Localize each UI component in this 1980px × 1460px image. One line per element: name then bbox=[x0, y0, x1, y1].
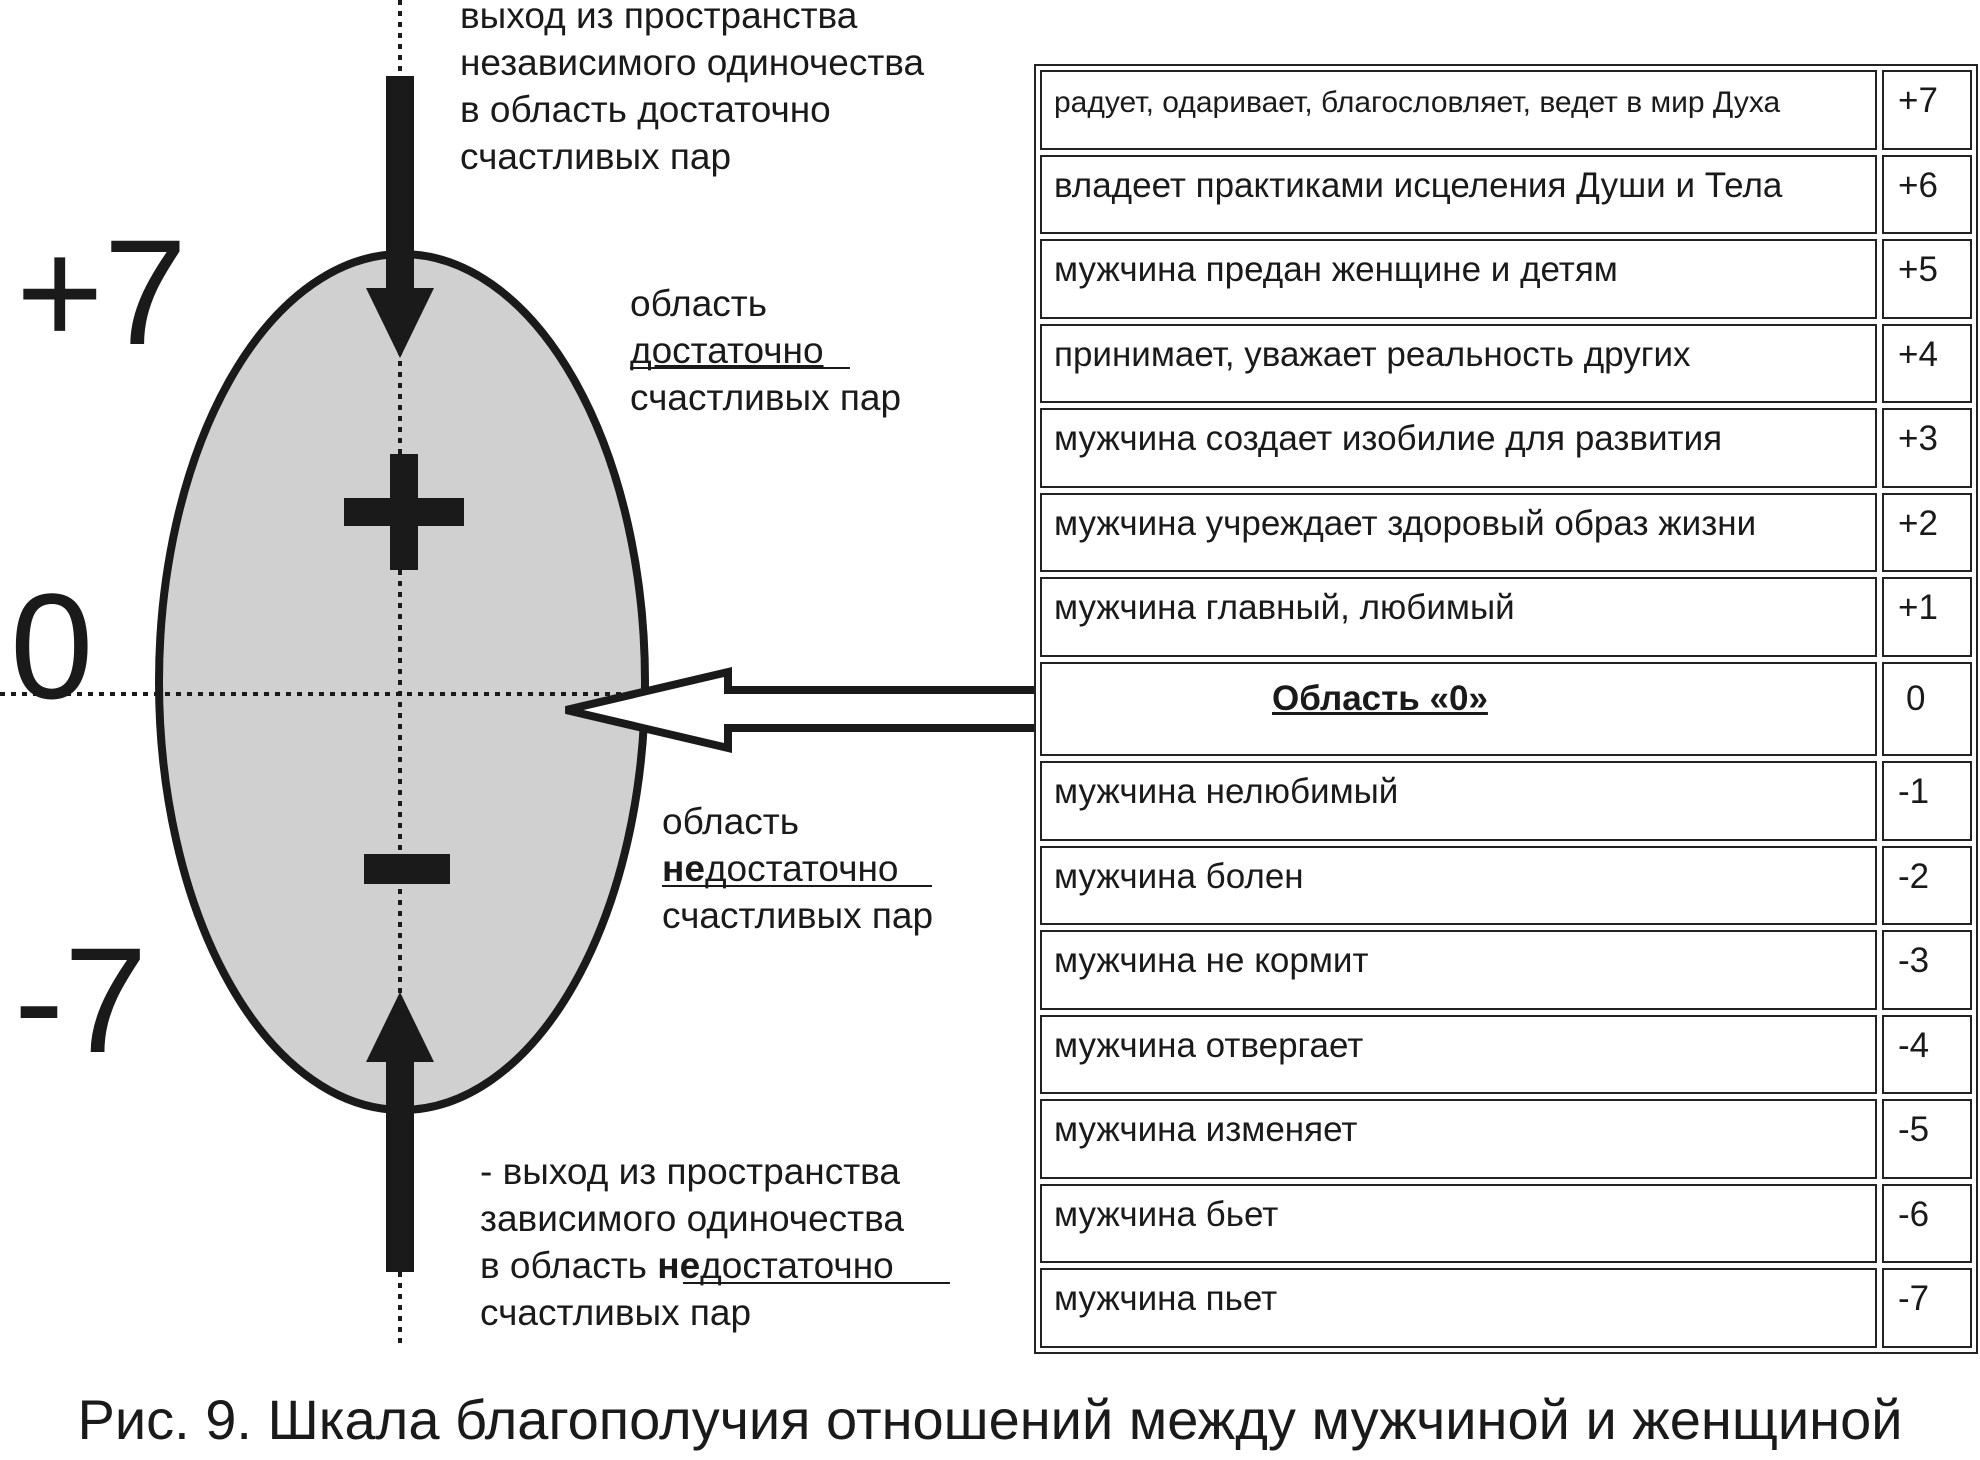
row-description: владеет практиками исцеления Души и Тела bbox=[1040, 154, 1877, 235]
table-row: мужчина болен-2 bbox=[1040, 845, 1972, 926]
row-description: мужчина нелюбимый bbox=[1040, 760, 1877, 841]
row-value: +1 bbox=[1882, 577, 1972, 658]
table-row: мужчина отвергает-4 bbox=[1040, 1014, 1972, 1095]
row-value: -6 bbox=[1882, 1183, 1972, 1264]
row-value: +6 bbox=[1882, 154, 1972, 235]
row-description: радует, одаривает, благословляет, ведет … bbox=[1040, 70, 1877, 150]
top-down-arrow bbox=[366, 76, 434, 358]
row-description: мужчина главный, любимый bbox=[1040, 577, 1877, 658]
table-row: мужчина главный, любимый+1 bbox=[1040, 577, 1972, 658]
upper-area-line-1: область bbox=[630, 283, 767, 324]
row-value: -1 bbox=[1882, 760, 1972, 841]
row-description: мужчина пьет bbox=[1040, 1268, 1877, 1348]
minus-sign bbox=[364, 854, 450, 884]
top-exit-line-3: в область достаточно bbox=[460, 89, 831, 130]
row-description: мужчина учреждает здоровый образ жизни bbox=[1040, 492, 1877, 573]
row-description: Область «0» bbox=[1040, 662, 1877, 756]
row-value: 0 bbox=[1882, 662, 1972, 756]
row-value: -5 bbox=[1882, 1099, 1972, 1179]
lower-area-annotation: область недостаточно счастливых пар bbox=[662, 801, 933, 936]
row-description: мужчина предан женщине и детям bbox=[1040, 239, 1877, 319]
lower-area-bold-prefix: не bbox=[662, 848, 705, 889]
bottom-exit-rest: достаточно bbox=[700, 1245, 894, 1286]
bottom-exit-bold: не bbox=[657, 1245, 700, 1286]
table-row: мужчина создает изобилие для развития+3 bbox=[1040, 408, 1972, 488]
bottom-exit-line-2: зависимого одиночества bbox=[480, 1198, 904, 1239]
row-description: мужчина создает изобилие для развития bbox=[1040, 408, 1877, 488]
row-value: +5 bbox=[1882, 239, 1972, 319]
bottom-exit-line-3: в область недостаточно bbox=[480, 1245, 894, 1286]
table-row: мужчина не кормит-3 bbox=[1040, 930, 1972, 1010]
scale-zero-label: 0 bbox=[10, 562, 93, 730]
top-exit-line-1: выход из пространства bbox=[460, 0, 858, 36]
upper-area-line-2: достаточно bbox=[630, 330, 824, 371]
table-row: мужчина бьет-6 bbox=[1040, 1183, 1972, 1264]
upper-area-line-3: счастливых пар bbox=[630, 377, 901, 418]
row-description: мужчина болен bbox=[1040, 845, 1877, 926]
row-description: мужчина отвергает bbox=[1040, 1014, 1877, 1095]
upper-area-annotation: область достаточно счастливых пар bbox=[630, 283, 901, 418]
lower-area-line-2: недостаточно bbox=[662, 848, 898, 889]
row-description: мужчина не кормит bbox=[1040, 930, 1877, 1010]
row-description: мужчина изменяет bbox=[1040, 1099, 1877, 1179]
table-row: мужчина изменяет-5 bbox=[1040, 1099, 1972, 1179]
row-value: +2 bbox=[1882, 492, 1972, 573]
lower-area-line-3: счастливых пар bbox=[662, 895, 933, 936]
table-row: владеет практиками исцеления Души и Тела… bbox=[1040, 154, 1972, 235]
table-row: мужчина нелюбимый-1 bbox=[1040, 760, 1972, 841]
lower-area-rest: достаточно bbox=[705, 848, 899, 889]
top-exit-line-2: независимого одиночества bbox=[460, 42, 925, 83]
plus-sign bbox=[344, 454, 464, 570]
row-value: +7 bbox=[1882, 70, 1972, 150]
row-description: принимает, уважает реальность других bbox=[1040, 323, 1877, 404]
top-exit-annotation: выход из пространства независимого одино… bbox=[460, 0, 925, 177]
bottom-exit-annotation: - выход из пространства зависимого одино… bbox=[480, 1151, 950, 1333]
bottom-exit-prefix: в область bbox=[480, 1245, 657, 1286]
row-value: +4 bbox=[1882, 323, 1972, 404]
table-row: мужчина пьет-7 bbox=[1040, 1268, 1972, 1348]
figure-caption: Рис. 9. Шкала благополучия отношений меж… bbox=[77, 1388, 1903, 1451]
bottom-exit-line-1: - выход из пространства bbox=[480, 1151, 900, 1192]
wellbeing-scale-table: радует, одаривает, благословляет, ведет … bbox=[1034, 64, 1978, 1354]
row-description: мужчина бьет bbox=[1040, 1183, 1877, 1264]
row-value: -4 bbox=[1882, 1014, 1972, 1095]
bottom-exit-line-4: счастливых пар bbox=[480, 1292, 751, 1333]
row-value: +3 bbox=[1882, 408, 1972, 488]
scale-bottom-label: -7 bbox=[14, 916, 147, 1084]
row-value: -2 bbox=[1882, 845, 1972, 926]
lower-area-line-1: область bbox=[662, 801, 799, 842]
table-row: принимает, уважает реальность других+4 bbox=[1040, 323, 1972, 404]
row-value: -7 bbox=[1882, 1268, 1972, 1348]
table-row: радует, одаривает, благословляет, ведет … bbox=[1040, 70, 1972, 150]
table-row: мужчина предан женщине и детям+5 bbox=[1040, 239, 1972, 319]
table-row-zero-area: Область «0»0 bbox=[1040, 662, 1972, 756]
bottom-up-arrow bbox=[366, 992, 434, 1272]
scale-top-label: +7 bbox=[16, 208, 187, 376]
top-exit-line-4: счастливых пар bbox=[460, 136, 731, 177]
table-row: мужчина учреждает здоровый образ жизни+2 bbox=[1040, 492, 1972, 573]
row-value: -3 bbox=[1882, 930, 1972, 1010]
